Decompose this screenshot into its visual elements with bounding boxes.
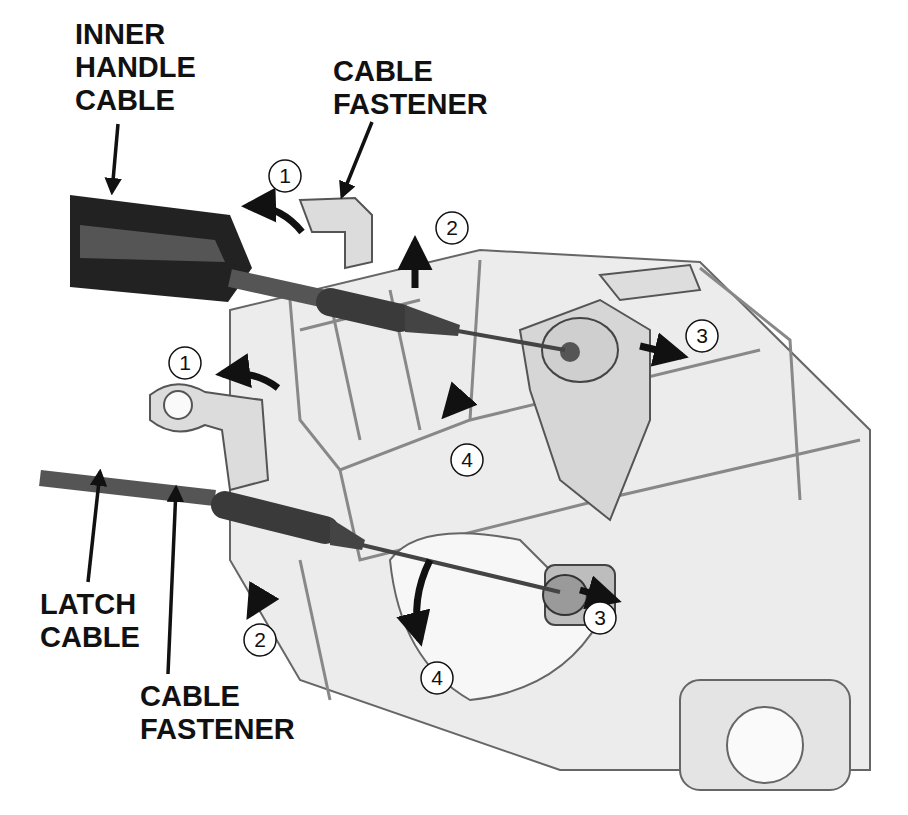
cable-wire — [458, 331, 565, 350]
callout-number: 3 — [696, 325, 708, 347]
mount-hole — [727, 707, 803, 783]
lever-hole — [560, 342, 580, 362]
lever-cable-end-socket — [542, 318, 618, 382]
part-name: LATCH CABLE — [40, 588, 140, 654]
lever-slot — [600, 265, 700, 300]
latch-cable-end — [543, 575, 587, 615]
part-name: CABLE FASTENER — [333, 55, 488, 121]
latch-cable-fitting — [225, 505, 325, 530]
callout-circles — [169, 160, 718, 694]
bracket-ribs — [290, 260, 860, 700]
fitting-cone — [405, 305, 460, 336]
latch-fitting-cone — [330, 518, 365, 550]
cable-fastener-top — [300, 198, 372, 268]
sheath-stripe — [80, 225, 225, 262]
callout-number: 4 — [461, 449, 473, 471]
inner-handle-cable-sheath — [70, 195, 252, 302]
callout-number: 1 — [279, 165, 291, 187]
callout-number: 2 — [254, 629, 266, 651]
fastener-ring — [164, 391, 192, 419]
cable-fastener-bottom — [150, 384, 268, 490]
part-name: CABLE FASTENER — [140, 680, 295, 746]
part-name: INNER HANDLE CABLE — [75, 18, 196, 117]
latch-cable-wire — [362, 545, 560, 592]
callout-number: 2 — [446, 217, 458, 239]
callout-number: 1 — [179, 352, 191, 374]
latch-cable-tube — [40, 478, 215, 498]
motion-arrows — [222, 206, 682, 640]
callout-number: 3 — [594, 607, 606, 629]
cable-tube — [230, 278, 330, 300]
handle-lever — [520, 300, 650, 520]
callout-number: 4 — [431, 667, 443, 689]
cable-end-fitting — [330, 302, 400, 318]
mount-boss — [680, 680, 850, 790]
